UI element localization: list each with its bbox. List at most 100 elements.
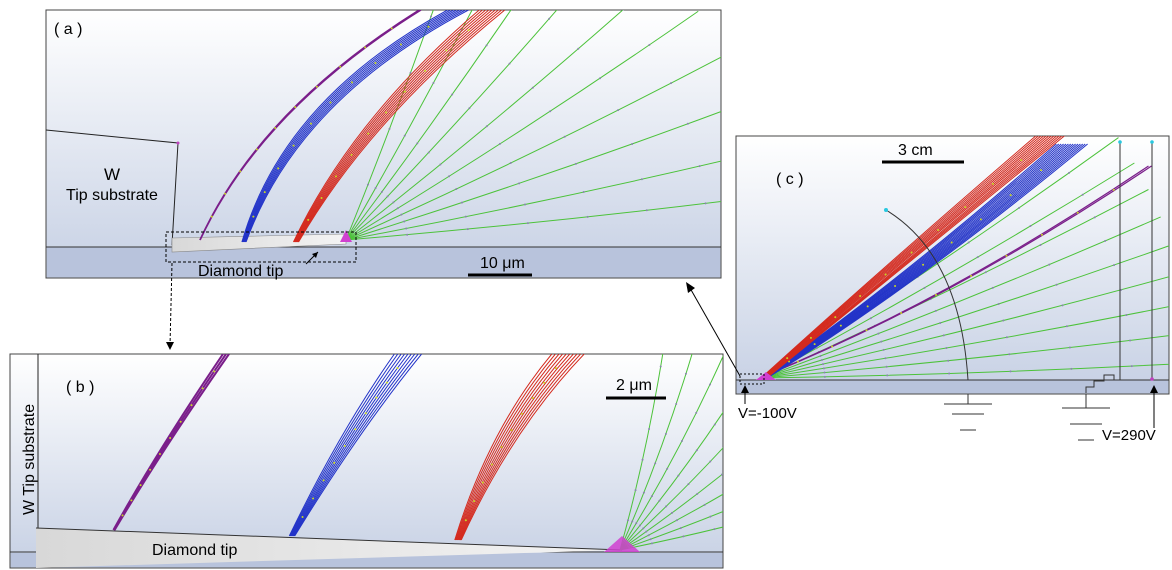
panel-a-emission-point bbox=[340, 230, 352, 242]
panel-b-red-trajectory bbox=[454, 354, 553, 541]
panel-a-green-trajectory-marker bbox=[380, 190, 383, 193]
panel-b-green-trajectory-marker bbox=[650, 542, 653, 545]
panel-b-green-trajectory-marker bbox=[675, 519, 678, 522]
panel-a-purple-trajectory-marker bbox=[364, 46, 367, 49]
panel-b-purple-trajectories bbox=[112, 354, 230, 531]
panel-a-blue-trajectory-marker bbox=[310, 122, 313, 125]
panel-b-green-trajectory-marker bbox=[635, 522, 638, 525]
panel-a-green-trajectory-marker bbox=[686, 122, 689, 125]
panel-b-green-trajectory-marker bbox=[713, 423, 716, 426]
panel-b-green-trajectory-marker bbox=[708, 383, 711, 386]
panel-c-purple-trajectory-marker bbox=[934, 293, 937, 296]
panel-a-blue-trajectory-marker bbox=[350, 81, 353, 84]
panel-a-green-trajectory-marker bbox=[416, 142, 419, 145]
panel-c-red-trajectory-marker bbox=[884, 273, 887, 276]
panel-b-purple-trajectory-marker bbox=[149, 468, 152, 471]
panel-b-blue-trajectory bbox=[292, 354, 416, 537]
panel-a-label: ( a ) bbox=[54, 21, 82, 38]
panel-a-green-trajectory bbox=[345, 110, 721, 241]
panel-a-blue-trajectories bbox=[241, 10, 469, 243]
panel-c-green-trajectory-marker bbox=[1120, 288, 1123, 291]
panel-c-blue-trajectory-marker bbox=[1040, 169, 1043, 172]
panel-b-purple-trajectory-marker bbox=[139, 484, 142, 487]
panel-c-green-trajectory-marker bbox=[1093, 216, 1096, 219]
panel-b-purple-trajectory-marker bbox=[130, 499, 133, 502]
panel-b-green-trajectory-marker bbox=[670, 511, 673, 514]
panel-c-red-trajectory bbox=[763, 136, 1052, 379]
panel-a-green-trajectory-marker bbox=[698, 165, 701, 168]
panel-c-left-voltage-arrowhead bbox=[741, 385, 749, 393]
panel-b-green-trajectory-marker bbox=[665, 505, 668, 508]
panel-a-green-trajectory bbox=[345, 10, 434, 241]
panel-c-green-trajectory-marker bbox=[1055, 283, 1058, 286]
panel-b-red-trajectory bbox=[458, 354, 574, 541]
panel-c-red-trajectory bbox=[760, 136, 1037, 379]
panel-c-red-trajectory-marker bbox=[786, 357, 789, 360]
panel-b-purple-trajectory-marker bbox=[121, 514, 124, 517]
panel-a-red-trajectory bbox=[295, 10, 493, 243]
panel-c-green-trajectory bbox=[761, 276, 1169, 379]
panel-a-green-trajectory-marker bbox=[400, 213, 403, 216]
panel-b-blue-trajectory-marker bbox=[385, 381, 388, 384]
panel-b-blue-trajectory-marker bbox=[343, 444, 346, 447]
panel-b-green-trajectory-marker bbox=[677, 474, 680, 477]
panel-a-purple-trajectory-marker bbox=[210, 215, 213, 218]
panel-c-red-trajectory-marker bbox=[809, 336, 812, 339]
zoom-connector-ca-arrowhead bbox=[686, 282, 695, 293]
panel-b-green-trajectories bbox=[619, 354, 740, 551]
panel-b-purple-trajectory-marker bbox=[201, 387, 204, 390]
panel-a-green-trajectory-marker bbox=[622, 10, 625, 11]
panel-c-green-trajectory-marker bbox=[997, 303, 1000, 306]
panel-a-blue-trajectory bbox=[242, 10, 454, 243]
panel-a-green-trajectory-marker bbox=[439, 163, 442, 166]
panel-a-blue-trajectory-marker bbox=[329, 101, 332, 104]
panel-c-green-trajectory-marker bbox=[991, 286, 994, 289]
panel-c-red-trajectory bbox=[765, 136, 1060, 379]
panel-c-emission-point bbox=[756, 372, 776, 380]
panel-c-green-trajectory-marker bbox=[923, 286, 926, 289]
panel-b-red-trajectory-marker bbox=[554, 367, 557, 370]
panel-b-red-trajectory bbox=[457, 354, 571, 541]
panel-c-green-trajectory-marker bbox=[823, 371, 826, 374]
panel-c-green-trajectory-marker bbox=[1113, 264, 1116, 267]
panel-b-purple-trajectory-marker bbox=[190, 404, 193, 407]
panel-b-green-trajectory-marker bbox=[713, 528, 716, 531]
panel-c-anode-top-a bbox=[1118, 140, 1122, 144]
panel-a-green-trajectory-marker bbox=[455, 188, 458, 191]
panel-c-scale-label: 3 cm bbox=[898, 142, 933, 159]
panel-b-green-trajectory-marker bbox=[738, 504, 740, 506]
panel-c-green-trajectory-marker bbox=[1081, 193, 1084, 196]
panel-b-green-trajectory-marker bbox=[675, 402, 678, 405]
panel-c-purple-trajectories bbox=[763, 165, 1152, 377]
panel-c-green-trajectory-marker bbox=[1018, 206, 1021, 209]
panel-c-anode-top-b bbox=[1150, 140, 1154, 144]
panel-a-red-trajectory bbox=[293, 10, 483, 243]
panel-c-green-trajectory-marker bbox=[1065, 325, 1068, 328]
panel-b-red-trajectory-marker bbox=[464, 519, 467, 522]
panel-b-green-trajectory bbox=[619, 354, 693, 551]
panel-a-red-trajectory-marker bbox=[424, 69, 427, 72]
panel-a-green-trajectory bbox=[345, 10, 699, 241]
panel-b-blue-trajectory bbox=[294, 354, 422, 537]
panel-a-green-trajectory-marker bbox=[432, 82, 435, 85]
panel-b-green-trajectory bbox=[619, 526, 723, 551]
panel-c-green-trajectory-marker bbox=[886, 374, 889, 377]
panel-c-blue-trajectory-marker bbox=[839, 324, 842, 327]
panel-a-green-trajectory-marker bbox=[427, 151, 430, 154]
panel-a-red-trajectories bbox=[292, 10, 506, 243]
panel-c-red-trajectory-marker bbox=[991, 182, 994, 185]
panel-b-blue-trajectory bbox=[292, 354, 412, 537]
panel-b-green-trajectory-marker bbox=[642, 527, 645, 530]
panel-c-green-trajectory-marker bbox=[1009, 370, 1012, 373]
panel-a-diamond-tip bbox=[171, 233, 347, 253]
panel-a-green-trajectory-marker bbox=[704, 202, 707, 205]
panel-a-trajectories bbox=[46, 10, 721, 253]
panel-a-green-trajectory-marker bbox=[549, 110, 552, 113]
panel-a-green-trajectory-marker bbox=[406, 233, 409, 236]
panel-c-green-trajectory-marker bbox=[1002, 319, 1005, 322]
panel-b-purple-trajectory bbox=[113, 354, 230, 531]
panel-c-red-trajectories bbox=[760, 136, 1065, 379]
panel-c-arc-end bbox=[884, 208, 888, 212]
panel-b-diamond-tip bbox=[36, 528, 622, 568]
panel-b-blue-trajectory-marker bbox=[322, 479, 325, 482]
